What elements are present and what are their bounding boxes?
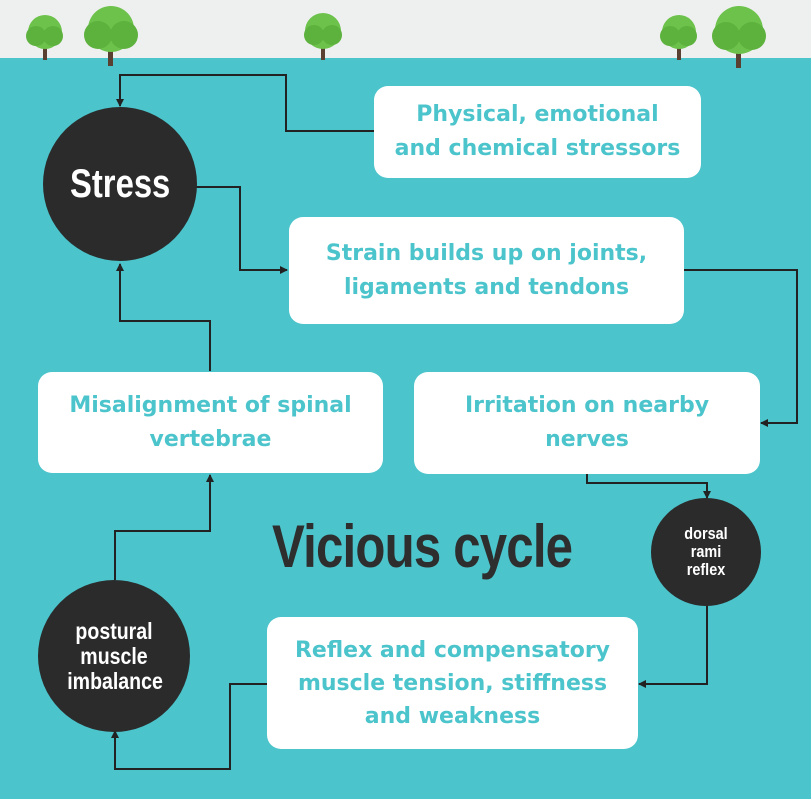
arrow-misalignment-to-stress bbox=[120, 264, 210, 371]
irritation-box: Irritation on nearby nerves bbox=[414, 372, 760, 474]
stress-node: Stress bbox=[43, 107, 197, 261]
stressors-box: Physical, emotional and chemical stresso… bbox=[374, 86, 701, 178]
dorsal-rami-reflex-label: dorsal rami reflex bbox=[681, 525, 732, 579]
misalignment-box: Misalignment of spinal vertebrae bbox=[38, 372, 383, 473]
postural-muscle-imbalance-label: postural muscle imbalance bbox=[67, 619, 161, 694]
arrow-dorsal-to-reflex bbox=[639, 605, 707, 684]
stressors-label: Physical, emotional and chemical stresso… bbox=[393, 98, 683, 166]
diagram-title: Vicious cycle bbox=[272, 512, 523, 581]
reflex-label: Reflex and compensatory muscle tension, … bbox=[283, 634, 623, 733]
strain-label: Strain builds up on joints, ligaments an… bbox=[307, 237, 667, 305]
arrow-irritation-to-dorsal bbox=[587, 474, 707, 498]
postural-muscle-imbalance-node: postural muscle imbalance bbox=[38, 580, 190, 732]
arrow-postural-to-misalignment bbox=[115, 475, 210, 580]
irritation-label: Irritation on nearby nerves bbox=[442, 389, 732, 457]
misalignment-label: Misalignment of spinal vertebrae bbox=[51, 389, 371, 457]
arrow-stress-to-strain bbox=[196, 187, 287, 270]
strain-box: Strain builds up on joints, ligaments an… bbox=[289, 217, 684, 324]
stress-label: Stress bbox=[70, 162, 170, 207]
reflex-box: Reflex and compensatory muscle tension, … bbox=[267, 617, 638, 749]
dorsal-rami-reflex-node: dorsal rami reflex bbox=[651, 498, 761, 606]
